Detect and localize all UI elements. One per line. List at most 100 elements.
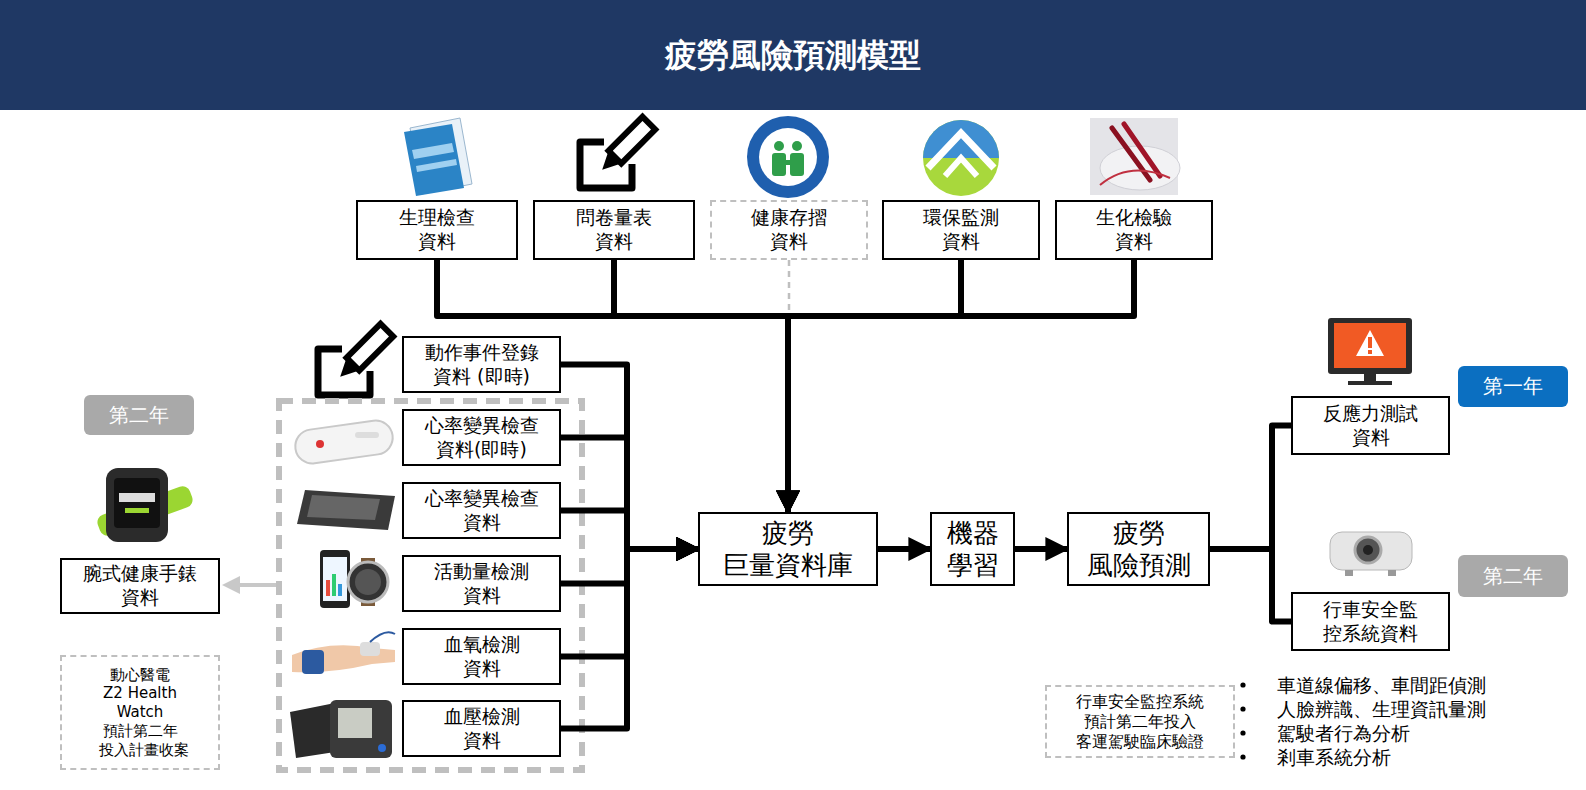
node-text: 血氧檢測 資料	[424, 633, 540, 681]
bullet-dot	[1240, 682, 1245, 759]
note-label: 剎車系統分析	[1277, 745, 1391, 769]
node-text: 活動量檢測 資料	[424, 560, 540, 608]
connector-arrow	[878, 546, 930, 552]
process-box: 疲勞 巨量資料庫	[698, 512, 878, 586]
node-text: 行車安全監 控系統資料	[1311, 598, 1431, 646]
report-icon	[412, 143, 454, 159]
note-box: 健康存摺 資料	[710, 200, 868, 260]
connector-arrow	[614, 260, 788, 512]
bullet-dot	[1240, 682, 1245, 687]
phone-watch	[348, 562, 388, 602]
connector-arrow	[561, 365, 698, 550]
diagram-title: 疲勞風險預測模型	[0, 0, 1586, 110]
warning-monitor	[1368, 350, 1372, 354]
node-text: 生化檢驗 資料	[1079, 206, 1189, 254]
node-text: 疲勞 風險預測	[1074, 517, 1204, 582]
process-box: 動作事件登錄 資料 (即時)	[402, 336, 561, 393]
node-text: 心率變異檢查 資料	[424, 487, 540, 535]
wristwatch	[119, 493, 155, 502]
process-box: 生化檢驗 資料	[1055, 200, 1213, 260]
process-box: 血壓檢測 資料	[402, 700, 561, 757]
phone-watch	[338, 584, 342, 596]
bp-monitor	[378, 744, 386, 752]
hrv-monitor	[297, 490, 395, 530]
note-label: 駕駛者行為分析	[1277, 721, 1410, 745]
node-text: 第二年	[109, 403, 169, 428]
hrv-monitor	[307, 495, 380, 520]
wristwatch	[106, 468, 168, 542]
process-box: 生理檢查 資料	[356, 200, 518, 260]
node-text: 機器 學習	[943, 517, 1003, 582]
connector-arrow	[1210, 549, 1291, 622]
sensor-patch	[316, 440, 324, 448]
phone-watch	[326, 580, 330, 596]
nhi-logo	[790, 153, 804, 176]
projector	[1330, 532, 1412, 576]
nhi-logo	[747, 116, 829, 198]
report-icon	[404, 118, 472, 196]
oximeter	[292, 632, 395, 674]
connector-arrow	[561, 549, 698, 729]
phone-watch	[320, 550, 350, 608]
node-text: 生理檢查 資料	[382, 206, 492, 254]
hrv-monitor	[297, 490, 395, 530]
process-box: 腕式健康手錶 資料	[60, 558, 220, 614]
report-icon	[416, 159, 457, 172]
connector-group	[437, 260, 1291, 729]
process-box: 疲勞 風險預測	[1067, 512, 1210, 586]
process-box: 心率變異檢查 資料(即時)	[402, 409, 561, 466]
wristwatch	[95, 468, 195, 542]
nhi-logo	[747, 116, 829, 198]
node-text: 腕式健康手錶 資料	[70, 562, 210, 610]
bullet-dot	[1240, 706, 1245, 711]
node-text: 第一年	[1483, 374, 1543, 399]
node-text: 第二年	[1483, 564, 1543, 589]
form-icon	[334, 324, 393, 383]
sensor-patch	[293, 418, 395, 465]
oximeter	[360, 642, 380, 656]
epa-logo	[923, 120, 999, 158]
form-icon	[334, 358, 359, 383]
connector-arrow	[788, 260, 1134, 512]
form-icon	[609, 117, 656, 164]
process-box: 反應力測試 資料	[1291, 396, 1450, 455]
form-icon	[347, 324, 394, 371]
node-text: 血壓檢測 資料	[424, 705, 540, 753]
bullet-dot	[1240, 730, 1245, 735]
connector-arrow	[561, 438, 698, 550]
blood-sample-photo	[1100, 170, 1170, 185]
bp-monitor	[330, 700, 392, 758]
title-bar: 疲勞風險預測模型	[0, 0, 1586, 110]
process-box: 行車安全監 控系統資料	[1291, 592, 1450, 651]
epa-logo	[923, 120, 999, 196]
warning-monitor	[1364, 374, 1376, 381]
connector-arrow	[788, 260, 961, 512]
year-badge: 第一年	[1458, 366, 1568, 407]
warning-monitor	[1328, 318, 1412, 374]
year-badge: 第二年	[84, 395, 194, 435]
node-text: 疲勞 巨量資料庫	[703, 517, 873, 582]
warning-monitor	[1368, 337, 1372, 348]
phone-watch	[320, 550, 388, 608]
phone-watch	[355, 569, 381, 595]
bullet-dot	[1240, 754, 1245, 759]
nhi-logo	[784, 160, 792, 165]
projector	[1355, 537, 1381, 563]
form-icon	[318, 324, 393, 395]
gray-arrow	[236, 583, 276, 587]
bp-monitor	[338, 708, 372, 738]
node-text: 反應力測試 資料	[1311, 402, 1431, 450]
connector-arrow	[1015, 546, 1067, 552]
phone-watch	[323, 557, 347, 601]
projector	[1363, 545, 1373, 555]
nhi-logo	[792, 141, 802, 151]
process-box: 血氧檢測 資料	[402, 628, 561, 685]
warning-monitor	[1356, 330, 1384, 356]
device-group-frame	[279, 401, 582, 770]
blood-sample-photo	[1090, 118, 1180, 195]
process-box: 心率變異檢查 資料	[402, 482, 561, 539]
nhi-logo	[774, 141, 784, 151]
note-label: 車道線偏移、車間距偵測	[1277, 673, 1486, 697]
epa-logo	[928, 133, 994, 168]
